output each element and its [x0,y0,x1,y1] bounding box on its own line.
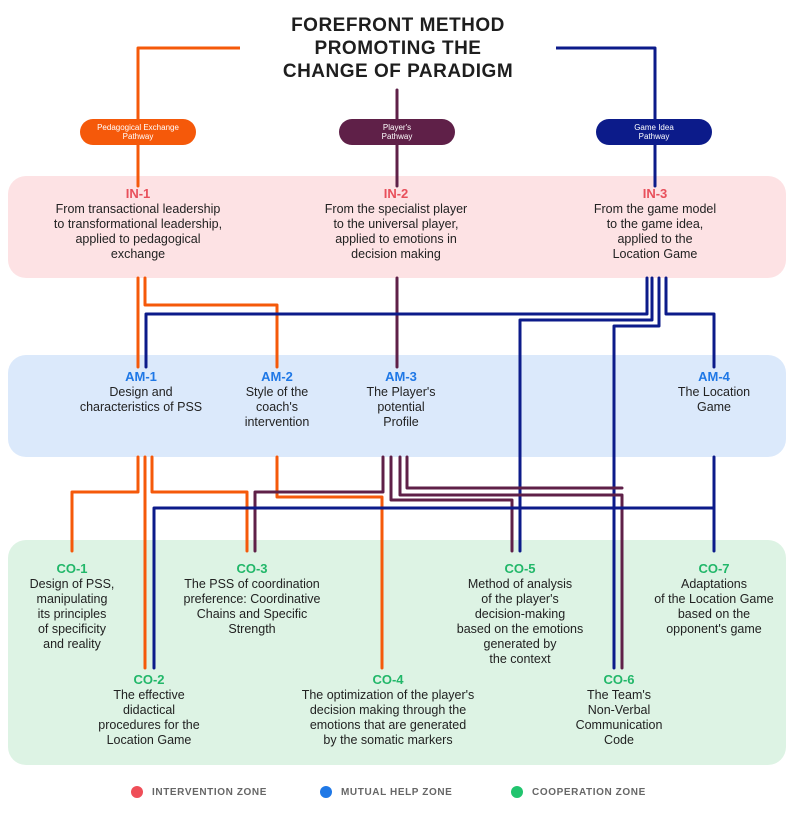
pathway-player-label: Player's Pathway [381,123,413,141]
node-am-4-text: The Location Game [677,385,751,414]
node-co-7: CO-7 Adaptations of the Location Game ba… [644,561,784,637]
connector-title-navy [538,46,657,121]
node-co-2-code: CO-2 [133,672,165,687]
connector-am3-co5 [389,455,514,553]
node-in-2-text: From the specialist player to the univer… [324,202,468,261]
node-am-2: AM-2 Style of the coach's intervention [222,369,332,430]
pathway-game-idea-badge: Game Idea Pathway [596,119,712,145]
legend-cooperation-zone: COOPERATION ZONE [511,786,646,798]
title-line-1: FOREFRONT METHOD [291,15,505,36]
node-co-3-code: CO-3 [236,561,268,576]
connector-am1-co1 [70,455,140,553]
intervention-zone-band [8,176,786,278]
node-in-2-code: IN-2 [383,186,409,201]
legend-dot-intervention [131,786,143,798]
connector-am3-co6 [398,455,624,670]
connector-in1-am2 [143,276,279,369]
node-co-7-code: CO-7 [698,561,730,576]
node-am-2-text: Style of the coach's intervention [244,385,310,429]
node-co-6-text: The Team's Non-Verbal Communication Code [575,688,663,747]
node-co-2-text: The effective didactical procedures for … [98,688,200,747]
node-co-4-text: The optimization of the player's decisio… [301,688,475,747]
node-in-2: IN-2 From the specialist player to the u… [301,186,491,262]
connector-in3-co6 [612,276,661,670]
node-co-5-text: Method of analysis of the player's decis… [456,577,584,666]
pathway-pedagogical-badge: Pedagogical Exchange Pathway [80,119,196,145]
node-co-7-text: Adaptations of the Location Game based o… [654,577,774,636]
pathway-player-badge: Player's Pathway [339,119,455,145]
connector-title-orange [136,46,256,121]
node-co-4: CO-4 The optimization of the player's de… [283,672,493,748]
node-am-2-code: AM-2 [261,369,293,384]
node-in-1-code: IN-1 [125,186,151,201]
node-am-3: AM-3 The Player's potential Profile [346,369,456,430]
mutual-help-zone-band [8,355,786,457]
node-am-1-text: Design and characteristics of PSS [79,385,203,414]
node-co-2: CO-2 The effective didactical procedures… [79,672,219,748]
cooperation-zone-band [8,540,786,765]
title-line-2: PROMOTING THE [314,38,482,59]
connector-am4-co2 [152,455,716,670]
node-co-3: CO-3 The PSS of coordination preference:… [162,561,342,637]
node-co-1: CO-1 Design of PSS, manipulating its pri… [12,561,132,652]
node-co-3-text: The PSS of coordination preference: Coor… [183,577,321,636]
legend-cooperation-label: COOPERATION ZONE [532,786,646,798]
title-line-3: CHANGE OF PARADIGM [282,61,514,82]
connector-am3-co6b [405,455,624,490]
node-am-3-code: AM-3 [385,369,417,384]
connector-in3-am4 [664,276,716,369]
node-co-6-code: CO-6 [603,672,635,687]
node-am-1: AM-1 Design and characteristics of PSS [66,369,216,415]
node-in-1: IN-1 From transactional leadership to tr… [43,186,233,262]
legend-intervention-zone: INTERVENTION ZONE [131,786,267,798]
node-co-6: CO-6 The Team's Non-Verbal Communication… [559,672,679,748]
node-in-1-text: From transactional leadership to transfo… [53,202,223,261]
pathway-pedagogical-label: Pedagogical Exchange Pathway [97,123,179,141]
node-in-3: IN-3 From the game model to the game ide… [565,186,745,262]
node-co-4-code: CO-4 [372,672,404,687]
node-co-5-code: CO-5 [504,561,536,576]
node-co-5: CO-5 Method of analysis of the player's … [440,561,600,667]
node-co-1-code: CO-1 [56,561,88,576]
node-in-3-text: From the game model to the game idea, ap… [593,202,717,261]
node-am-4-code: AM-4 [698,369,730,384]
connector-in3-am1 [144,276,649,369]
connector-am1-co3 [150,455,249,553]
legend-dot-mutual-help [320,786,332,798]
legend-intervention-label: INTERVENTION ZONE [152,786,268,798]
connector-am2-co4 [275,455,384,670]
legend-dot-cooperation [511,786,523,798]
node-co-1-text: Design of PSS, manipulating its principl… [29,577,115,651]
legend-mutual-help-zone: MUTUAL HELP ZONE [320,786,452,798]
node-am-4: AM-4 The Location Game [659,369,769,415]
node-am-3-text: The Player's potential Profile [366,385,436,429]
node-am-1-code: AM-1 [125,369,157,384]
connector-in3-co5 [518,276,654,553]
pathway-game-idea-label: Game Idea Pathway [634,123,674,141]
legend-mutual-help-label: MUTUAL HELP ZONE [341,786,453,798]
connector-am3-co3 [253,455,385,553]
diagram-title: FOREFRONT METHOD PROMOTING THE CHANGE OF… [240,14,556,83]
node-in-3-code: IN-3 [642,186,668,201]
